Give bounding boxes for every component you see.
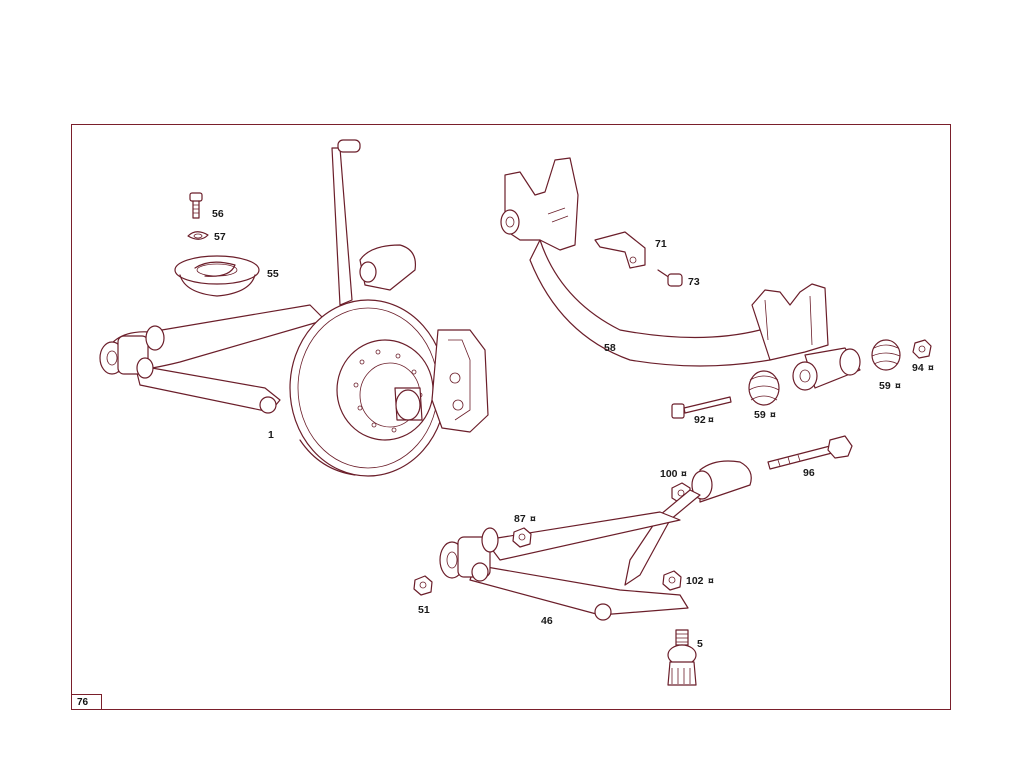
washer-57-drawing[interactable] xyxy=(187,231,209,240)
rubber-mount-59b-drawing[interactable] xyxy=(748,370,780,406)
bolt-96-drawing[interactable] xyxy=(767,435,853,470)
part-label-59-lower[interactable]: 59 xyxy=(754,409,766,421)
symbol-92: ¤ xyxy=(708,414,714,426)
part-label-57[interactable]: 57 xyxy=(214,231,226,243)
part-label-94[interactable]: 94 xyxy=(912,362,924,374)
page-number-box xyxy=(71,694,102,710)
bolt-92-drawing[interactable] xyxy=(671,396,732,419)
bolt-56-drawing[interactable] xyxy=(189,192,203,219)
page-number: 76 xyxy=(77,697,89,708)
part-label-5[interactable]: 5 xyxy=(697,638,703,650)
part-label-58[interactable]: 58 xyxy=(604,342,616,354)
symbol-59b: ¤ xyxy=(770,409,776,421)
rubber-mount-59a-drawing[interactable] xyxy=(871,339,901,371)
part-label-51[interactable]: 51 xyxy=(418,604,430,616)
nut-87-drawing[interactable] xyxy=(512,527,532,548)
ball-joint-5-drawing[interactable] xyxy=(667,629,697,686)
diagram-frame xyxy=(71,124,951,710)
part-label-87[interactable]: 87 xyxy=(514,513,526,525)
symbol-102: ¤ xyxy=(708,575,714,587)
nut-102-drawing[interactable] xyxy=(662,570,682,591)
symbol-94: ¤ xyxy=(928,362,934,374)
bushing-sleeve-drawing[interactable] xyxy=(792,347,861,391)
part-label-55[interactable]: 55 xyxy=(267,268,279,280)
nut-51-drawing[interactable] xyxy=(413,575,433,596)
screw-73-drawing[interactable] xyxy=(657,269,683,287)
part-label-102[interactable]: 102 xyxy=(686,575,704,587)
repair-symbols: ¤ ¤ ¤ ¤ ¤ ¤ ¤ xyxy=(530,362,934,587)
bracket-71-drawing[interactable] xyxy=(594,231,646,269)
part-label-73[interactable]: 73 xyxy=(688,276,700,288)
part-label-92[interactable]: 92 xyxy=(694,414,706,426)
control-arm-46-drawing[interactable] xyxy=(439,460,752,621)
subframe-58-drawing[interactable] xyxy=(500,157,829,367)
part-label-100[interactable]: 100 xyxy=(660,468,678,480)
nut-94-drawing[interactable] xyxy=(912,339,932,359)
symbol-87: ¤ xyxy=(530,513,536,525)
part-label-56[interactable]: 56 xyxy=(212,208,224,220)
symbol-100: ¤ xyxy=(681,468,687,480)
part-label-1[interactable]: 1 xyxy=(268,429,274,441)
spring-pad-55-drawing[interactable] xyxy=(174,255,260,297)
front-axle-assembly-1-drawing[interactable] xyxy=(99,139,489,477)
part-label-46[interactable]: 46 xyxy=(541,615,553,627)
part-label-96[interactable]: 96 xyxy=(803,467,815,479)
part-label-71[interactable]: 71 xyxy=(655,238,667,250)
symbol-59a: ¤ xyxy=(895,380,901,392)
part-label-59-upper[interactable]: 59 xyxy=(879,380,891,392)
